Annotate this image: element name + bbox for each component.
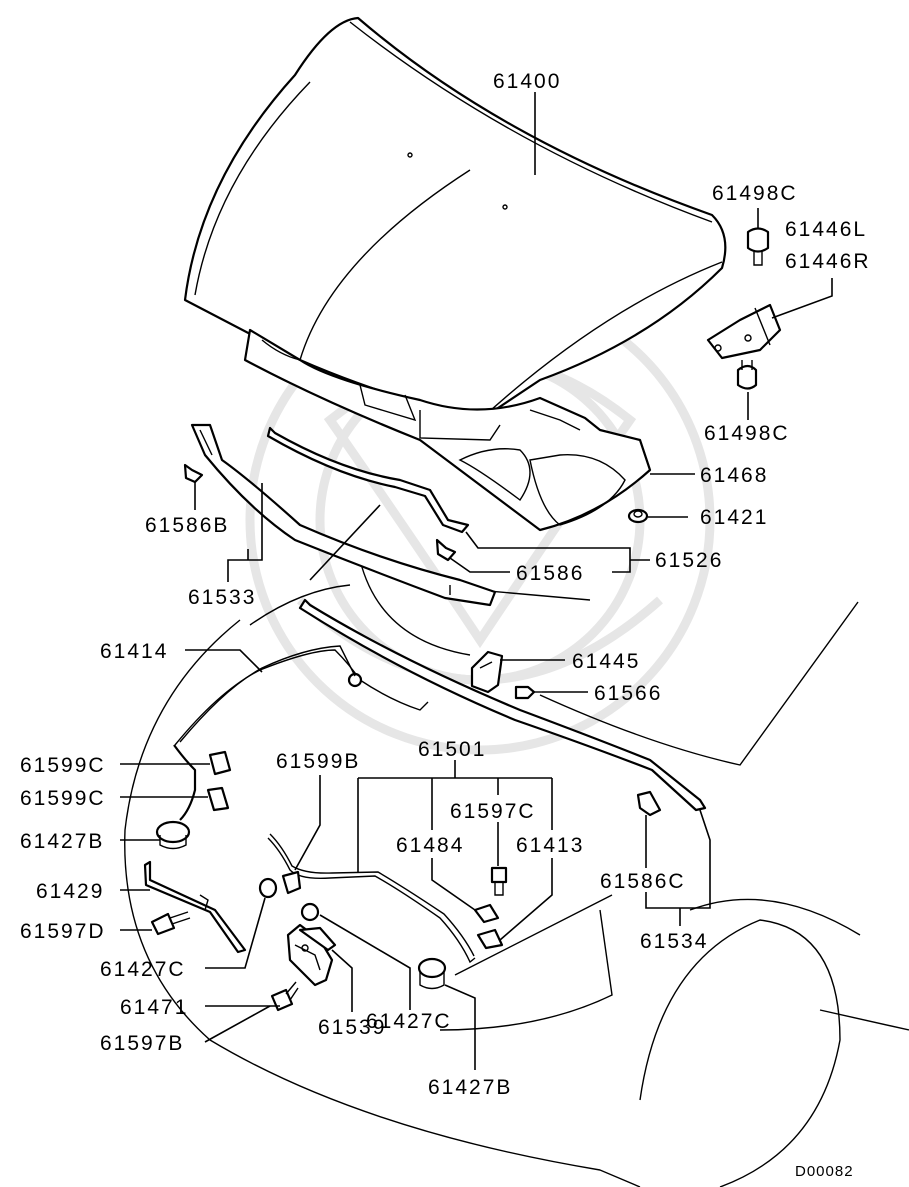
clip-61586b: [183, 463, 204, 484]
stopper-61427c-left: [258, 877, 278, 899]
screw-61566: [514, 685, 542, 700]
label-61599b: 61599B: [276, 750, 360, 773]
label-61446r: 61446R: [785, 250, 871, 273]
car-body-outline: [124, 559, 909, 1187]
bracket-61445: [470, 650, 504, 694]
label-61427b-left: 61427B: [20, 830, 104, 853]
label-61597d: 61597D: [20, 920, 106, 943]
label-61501: 61501: [418, 738, 486, 761]
bumper-61427b-bottom: [417, 957, 447, 990]
hood-latch-61471: [286, 923, 334, 987]
label-61526: 61526: [655, 549, 723, 572]
label-61421: 61421: [700, 506, 768, 529]
label-61597b: 61597B: [100, 1032, 184, 1055]
label-61586c: 61586C: [600, 870, 686, 893]
label-61400: 61400: [493, 70, 561, 93]
weatherstrip-61533: [190, 423, 497, 607]
bumper-61427b-left: [155, 820, 191, 850]
bolt-61597d: [150, 911, 191, 936]
label-61414: 61414: [100, 640, 168, 663]
label-61484: 61484: [396, 834, 464, 857]
label-61599c-lower: 61599C: [20, 787, 106, 810]
label-61534: 61534: [640, 930, 708, 953]
support-rod-61429: [143, 860, 247, 954]
label-61597c: 61597C: [450, 800, 536, 823]
hood-panel: [183, 16, 727, 422]
bolt-61597c: [490, 866, 508, 896]
clip-61599c-upper: [208, 750, 232, 776]
label-61498c-bottom: 61498C: [704, 422, 790, 445]
weatherstrip-61534: [298, 598, 707, 812]
release-cable: [173, 645, 429, 821]
label-61586: 61586: [516, 562, 584, 585]
clip-61586c: [636, 790, 662, 817]
stopper-61427c-right: [300, 902, 320, 922]
label-61533: 61533: [188, 586, 256, 609]
label-61566: 61566: [594, 682, 662, 705]
diagram-code: D00082: [795, 1163, 854, 1180]
label-61445: 61445: [572, 650, 640, 673]
clip-61599c-lower: [206, 786, 230, 812]
label-61468: 61468: [700, 464, 768, 487]
clip-61413: [476, 928, 504, 950]
label-61427b-bottom: 61427B: [428, 1076, 512, 1099]
weatherstrip-61526: [266, 426, 470, 534]
hinge-bolt-top: [746, 227, 770, 266]
label-61446l: 61446L: [785, 218, 867, 241]
latch-release-cable: [267, 833, 476, 964]
label-61427c-left: 61427C: [100, 958, 186, 981]
grommet-61421: [627, 508, 649, 524]
label-61429: 61429: [36, 880, 104, 903]
label-61427c-right: 61427C: [366, 1010, 452, 1033]
clip-61586: [435, 538, 457, 562]
label-61498c-top: 61498C: [712, 182, 798, 205]
label-61539: 61539: [318, 1016, 386, 1039]
hood-insulator: [243, 328, 652, 532]
hood-hinge: [706, 303, 782, 360]
leader-lines: [120, 92, 833, 1070]
label-61413: 61413: [516, 834, 584, 857]
striker-61539: [298, 926, 337, 952]
hinge-bolt-bottom: [736, 360, 758, 390]
label-61586b: 61586B: [145, 514, 229, 537]
part-labels: 61400 61498C 61446L 61446R 61498C 61468 …: [20, 70, 871, 1180]
label-61599c-upper: 61599C: [20, 754, 106, 777]
label-61471: 61471: [120, 996, 188, 1019]
clip-61484: [473, 903, 500, 924]
